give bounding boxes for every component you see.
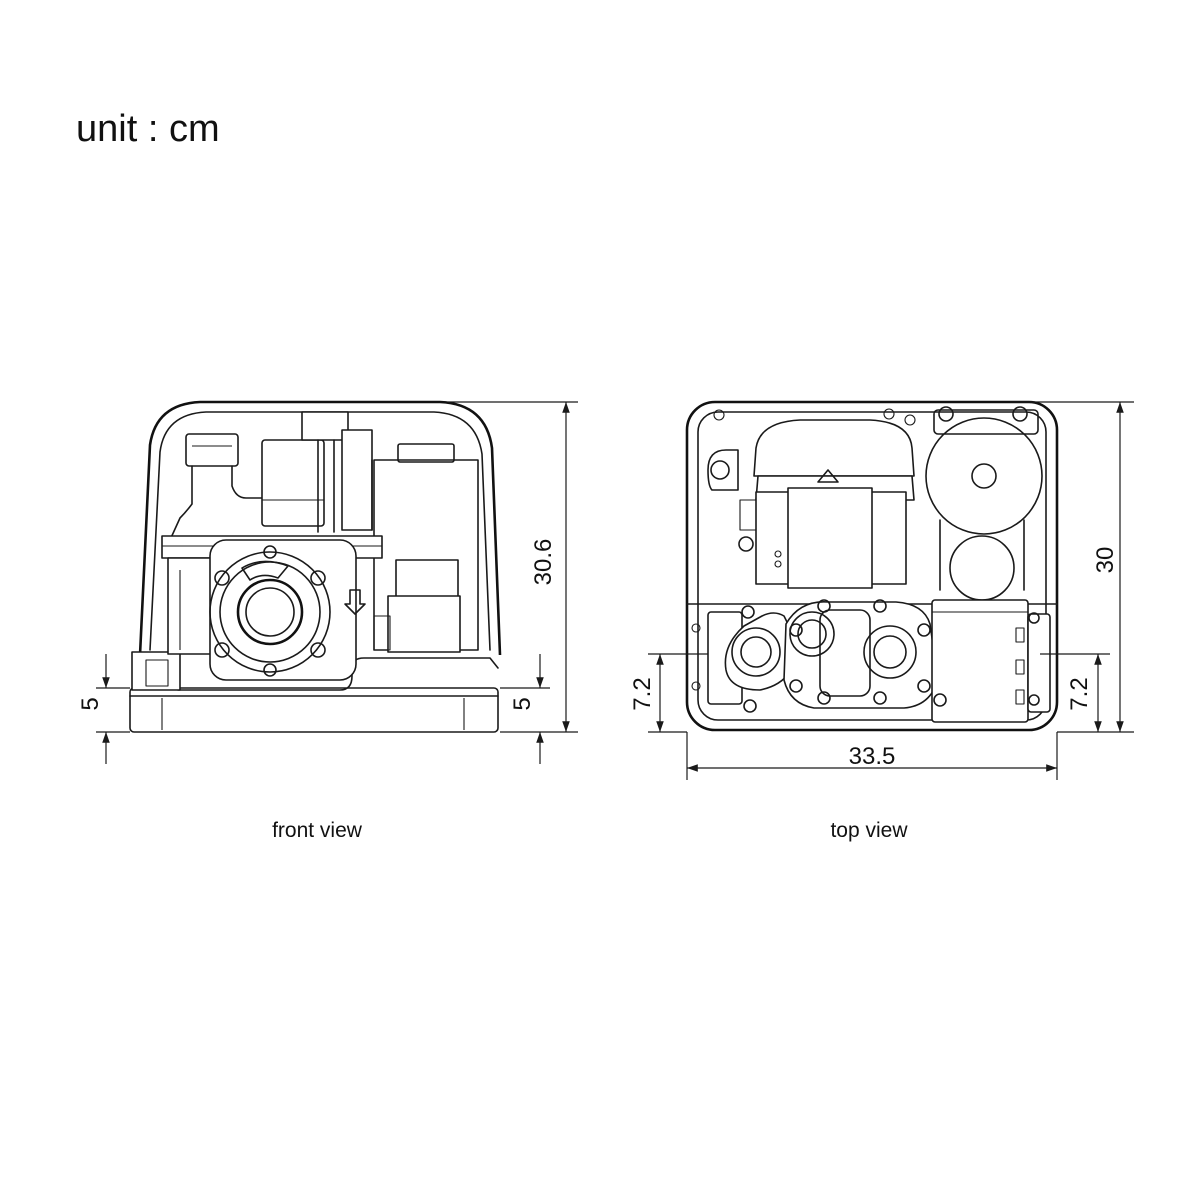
top-width-value: 33.5 (849, 743, 896, 770)
front-view-drawing (129, 400, 502, 733)
front-view-caption: front view (272, 819, 362, 842)
front-base-left-value: 5 (77, 697, 104, 710)
front-base-left-dimension (96, 654, 130, 764)
top-view-drawing (685, 400, 1059, 732)
top-view-caption: top view (830, 819, 908, 842)
front-base-right-dimension (500, 654, 550, 764)
top-port-right-value: 7.2 (1066, 677, 1093, 710)
front-height-value: 30.6 (530, 539, 557, 586)
front-base-right-value: 5 (509, 697, 536, 710)
top-port-right-dimension (1040, 653, 1110, 732)
top-port-left-value: 7.2 (629, 677, 656, 710)
top-width-dimension (686, 732, 1058, 780)
top-depth-value: 30 (1092, 547, 1119, 574)
top-depth-dimension (1010, 401, 1134, 733)
unit-label: unit : cm (76, 108, 220, 150)
top-port-left-dimension (648, 653, 708, 733)
